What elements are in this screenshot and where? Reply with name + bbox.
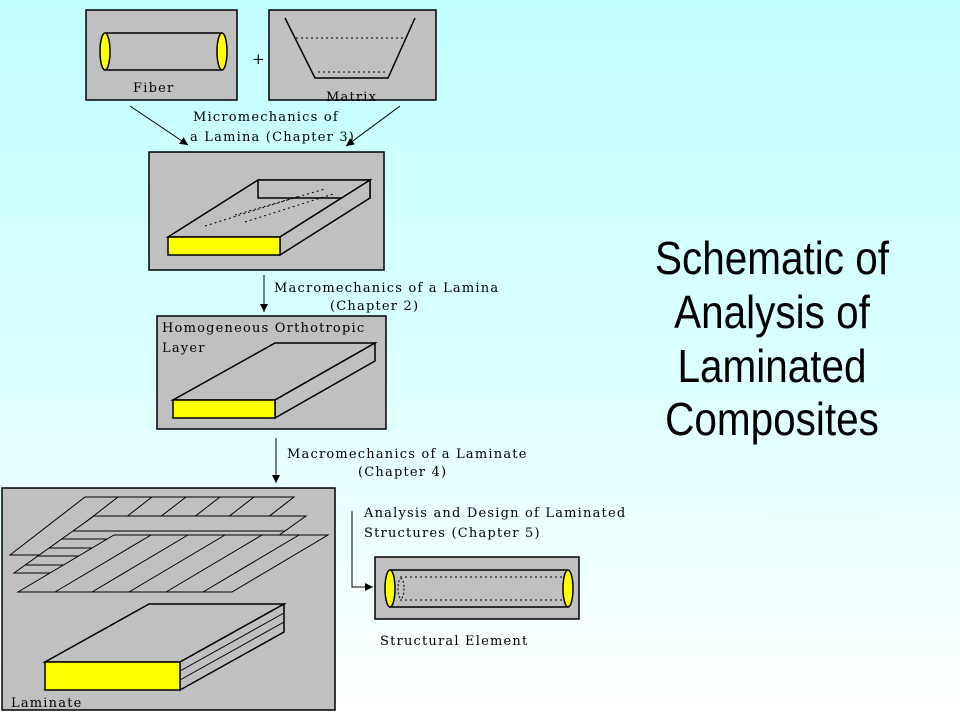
slide-title: Schematic of Analysis of Laminated Compo… [631, 232, 913, 447]
fiber-label: Fiber [133, 81, 174, 96]
lamina-front-face [167, 236, 281, 256]
structural-end-left [384, 569, 396, 608]
orthotropic-layer-panel: Homogeneous Orthotropic Layer [156, 315, 387, 430]
fiber-panel: Fiber [85, 9, 238, 101]
title-line: Schematic of [655, 232, 889, 284]
lamina-panel [148, 151, 385, 271]
structural-element-label: Structural Element [380, 634, 528, 649]
layer-front-face [172, 399, 276, 419]
fiber-end-right [216, 32, 228, 71]
step-analysis-design-label: Analysis and Design of Laminated Structu… [363, 506, 632, 541]
step-micromechanics-label: Micromechanics of a Lamina (Chapter 3) [190, 110, 355, 145]
title-line: Composites [665, 393, 879, 446]
plus-sign: + [252, 50, 266, 68]
laminate-panel: Laminate [1, 487, 336, 711]
matrix-panel: Matrix [268, 9, 437, 105]
structural-end-right [562, 569, 574, 608]
structural-element-panel: Structural Element [374, 556, 580, 649]
layer-label: Homogeneous Orthotropic Layer [162, 321, 371, 356]
title-line: Laminated [677, 339, 867, 392]
step-macromechanics-lamina-label: Macromechanics of a Lamina (Chapter 2) [274, 281, 505, 314]
laminate-label: Laminate [11, 696, 83, 711]
title-line: Analysis of [674, 285, 870, 338]
laminate-front-face [44, 661, 181, 691]
matrix-label: Matrix [326, 90, 377, 105]
fiber-end-left [99, 32, 111, 71]
step-macromechanics-laminate-label: Macromechanics of a Laminate (Chapter 4) [287, 447, 533, 480]
